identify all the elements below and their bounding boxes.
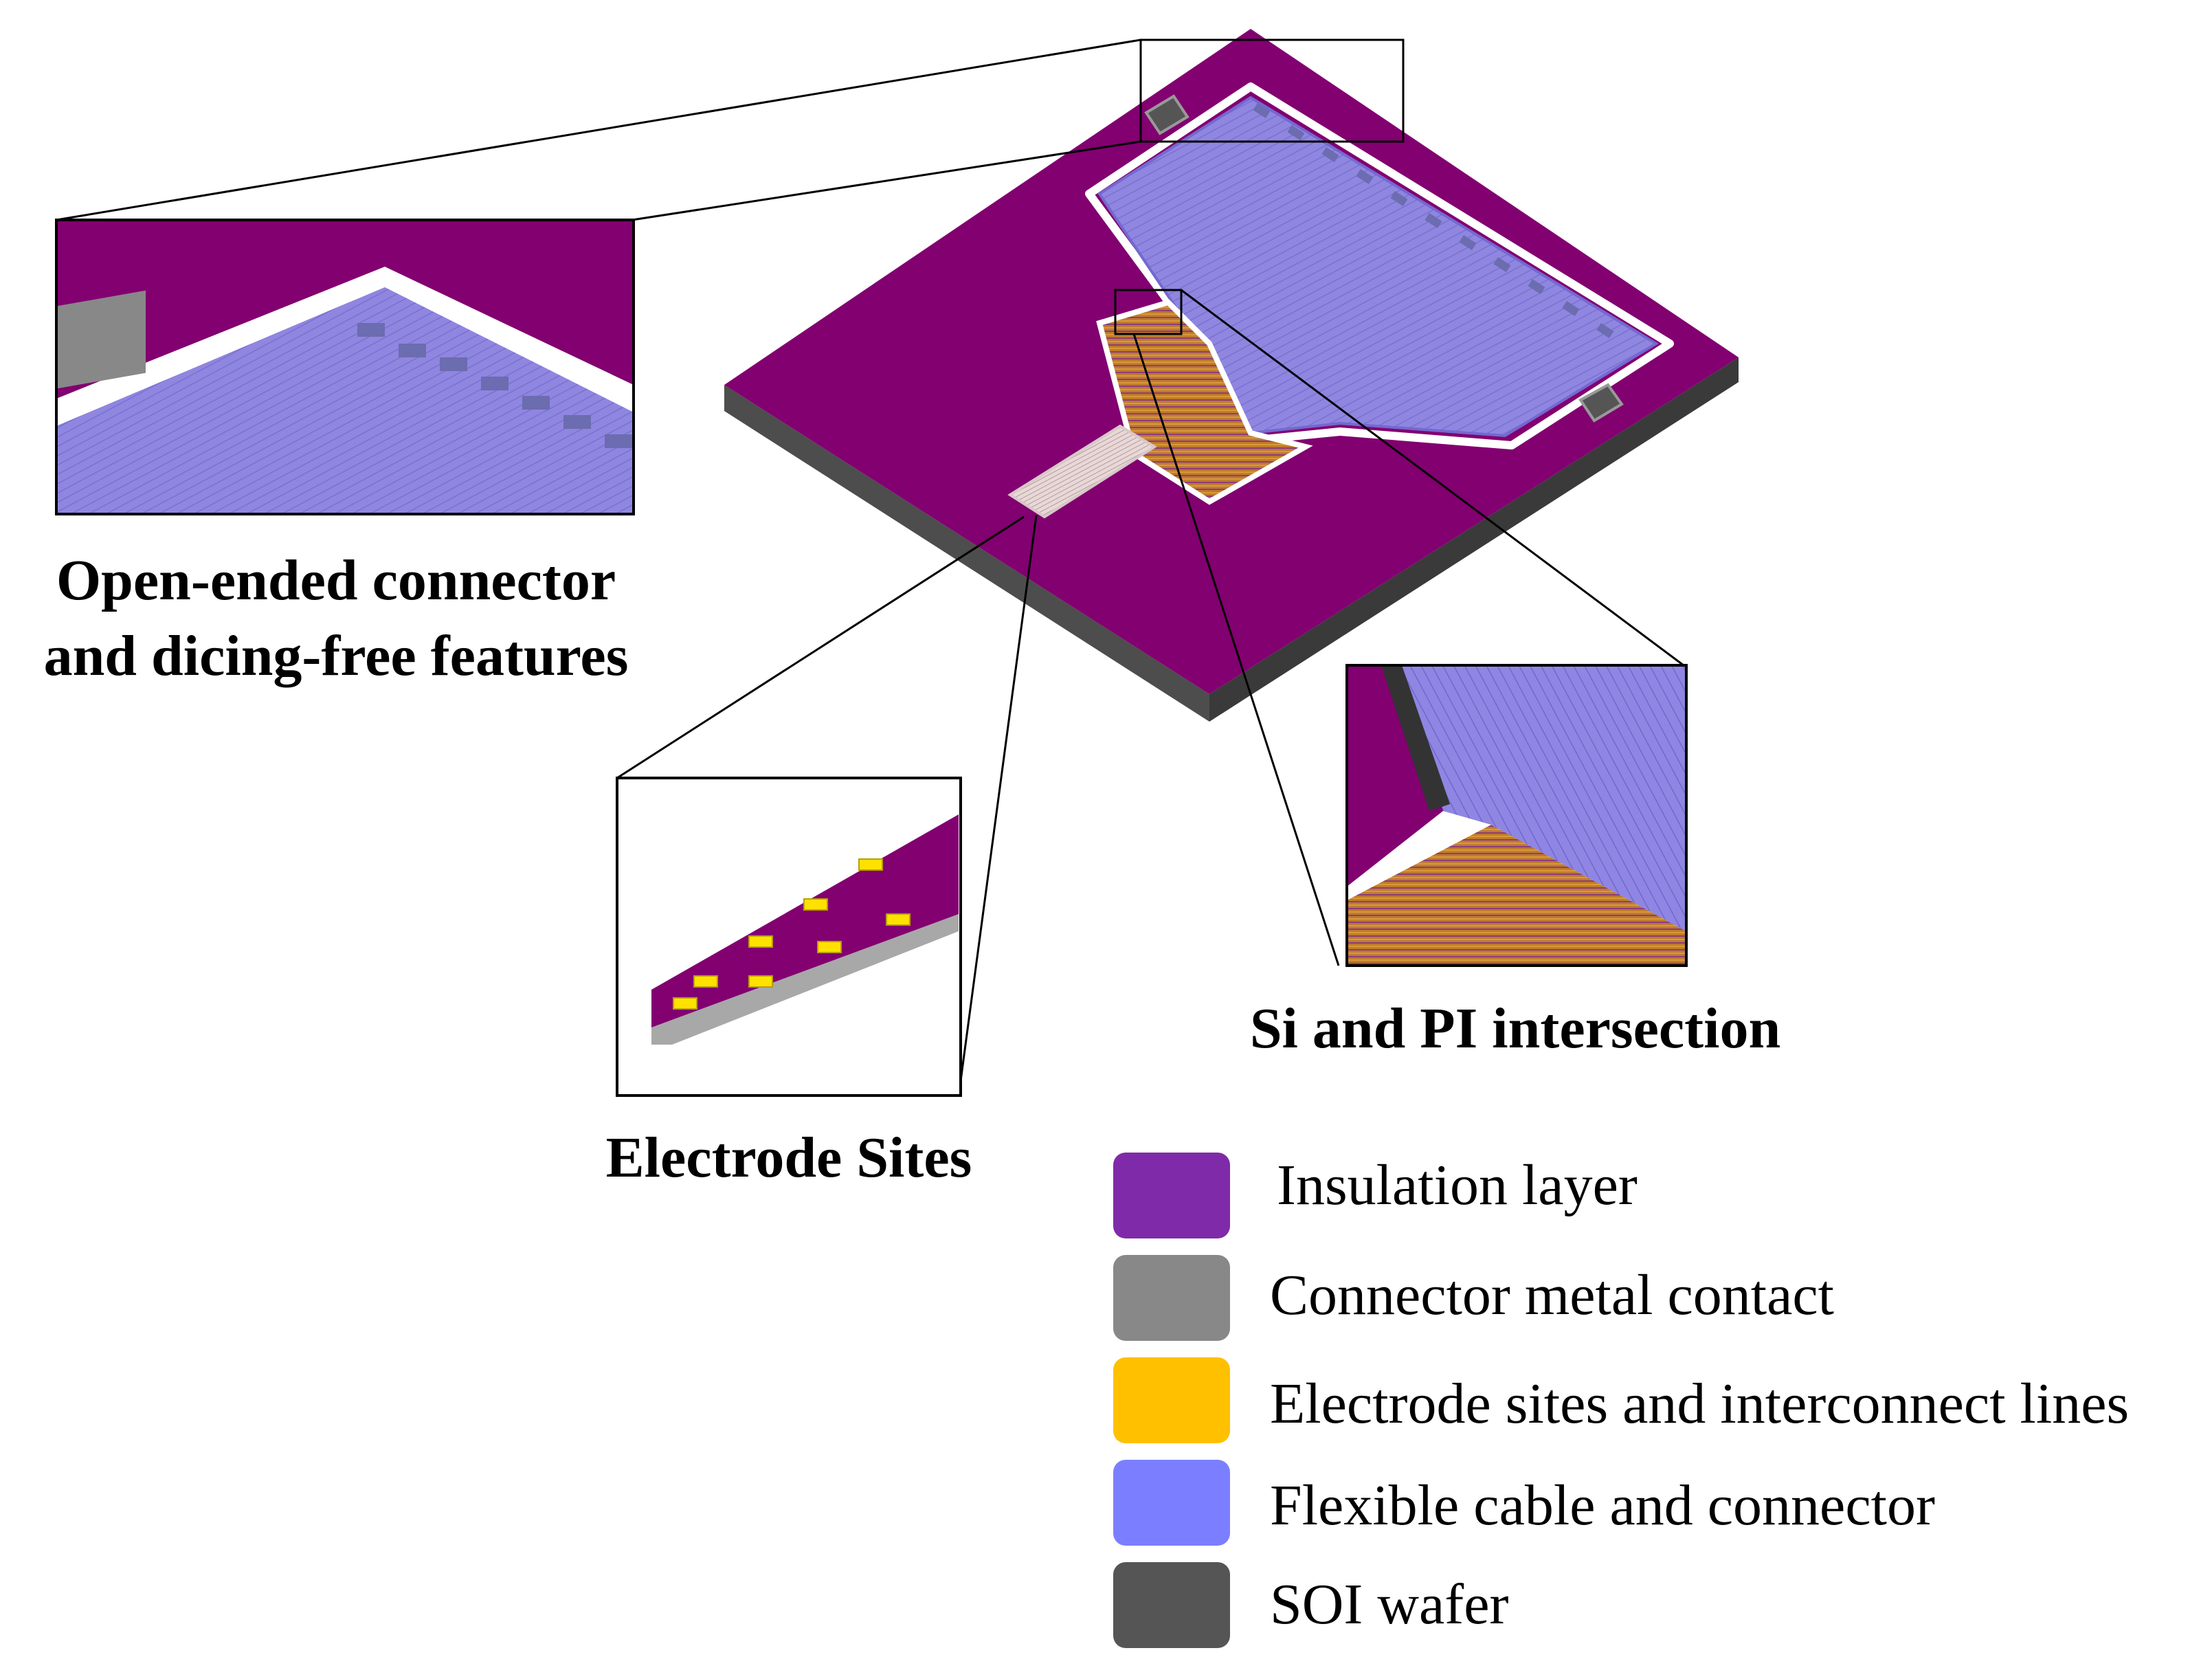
legend-label-connector: Connector metal contact — [1270, 1263, 1834, 1327]
connector-pads — [1253, 103, 1614, 339]
electrode-label: Electrode Sites — [606, 1126, 972, 1190]
legend-label-cable: Flexible cable and connector — [1270, 1474, 1935, 1537]
legend-label-electrode: Electrode sites and interconnect lines — [1270, 1372, 2129, 1436]
shank-side — [651, 914, 959, 1045]
inset-intersection — [1345, 664, 1688, 967]
intersection-label: Si and PI intersection — [1250, 997, 1780, 1060]
leader-lines — [56, 38, 1684, 1097]
connector-label-line1: Open-ended connector — [56, 548, 616, 612]
inset-connector — [55, 219, 635, 515]
wafer-side-right — [1209, 357, 1739, 722]
legend-swatch-soi — [1113, 1562, 1230, 1648]
legend-swatch-cable — [1113, 1460, 1230, 1546]
dicing-tab-top — [1144, 94, 1189, 135]
probe-shank — [1007, 424, 1157, 519]
dicing-tab-right — [1578, 383, 1624, 423]
legend-swatch-electrode — [1113, 1357, 1230, 1443]
inset-electrode — [616, 777, 962, 1097]
legend-swatch-connector — [1113, 1255, 1230, 1341]
flexible-cable — [1097, 96, 1659, 438]
legend-label-soi: SOI wafer — [1270, 1572, 1509, 1636]
legend-swatch-insulation — [1113, 1153, 1230, 1238]
wafer — [724, 29, 1739, 722]
electrode-pads — [673, 858, 911, 1010]
legend: Insulation layer Connector metal contact… — [1113, 1153, 2129, 1648]
si-region — [1096, 299, 1313, 505]
legend-label-insulation: Insulation layer — [1277, 1153, 1638, 1217]
zoom-box-connector — [1139, 38, 1405, 143]
connector-label-line2: and dicing-free features — [44, 624, 629, 688]
zoom-box-intersection — [1114, 289, 1183, 335]
